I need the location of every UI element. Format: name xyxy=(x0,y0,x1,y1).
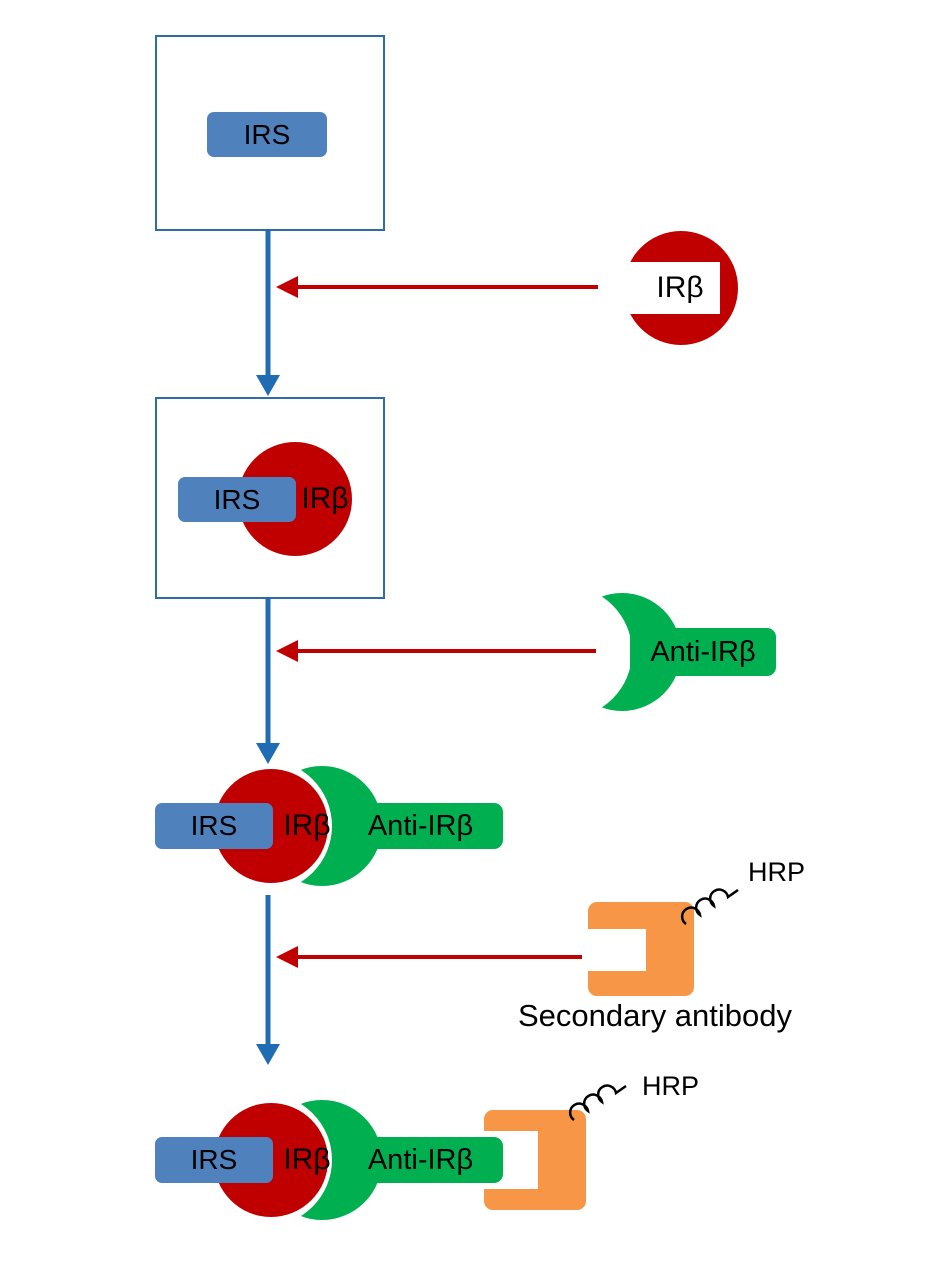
irs-label-step2: IRS xyxy=(213,483,261,515)
irs-label-step4: IRS xyxy=(190,1144,238,1175)
irs-chip-step4 xyxy=(155,1137,273,1183)
irb-label-step2: IRβ xyxy=(301,482,349,515)
flow-arrow-3 xyxy=(256,895,280,1065)
anti-irb-chip-step4 xyxy=(338,1137,503,1183)
anti-irb-label-step3: Anti-IRβ xyxy=(367,809,474,842)
anti-irb-chip-step3 xyxy=(338,803,503,849)
hrp-label-reagent: HRP xyxy=(748,856,806,887)
anti-irb-chip-reagent xyxy=(630,628,776,676)
irb-label-step4: IRβ xyxy=(283,1143,331,1176)
irs-chip-step2 xyxy=(178,477,296,522)
anti-irb-label-step4: Anti-IRβ xyxy=(367,1143,474,1176)
irs-label-step1: IRS xyxy=(243,118,291,150)
flow-arrow-1 xyxy=(256,229,280,396)
irb-reagent-label: IRβ xyxy=(656,271,704,304)
irs-chip-step1 xyxy=(207,112,327,157)
irs-chip-step3 xyxy=(155,803,273,849)
anti-irb-crescent-gap xyxy=(500,586,632,718)
anti-irb-label-reagent: Anti-IRβ xyxy=(650,635,756,668)
irb-reagent-notch xyxy=(624,262,720,314)
reagent-arrow-irb xyxy=(276,276,598,298)
hrp-label-step4: HRP xyxy=(642,1070,700,1101)
flow-arrow-2 xyxy=(256,597,280,764)
reagent-arrow-secondary xyxy=(276,946,582,968)
irb-label-step3: IRβ xyxy=(283,809,331,842)
secondary-antibody-label: Secondary antibody xyxy=(517,998,793,1033)
secondary-antibody-notch xyxy=(588,929,646,971)
irs-label-step3: IRS xyxy=(190,810,238,841)
